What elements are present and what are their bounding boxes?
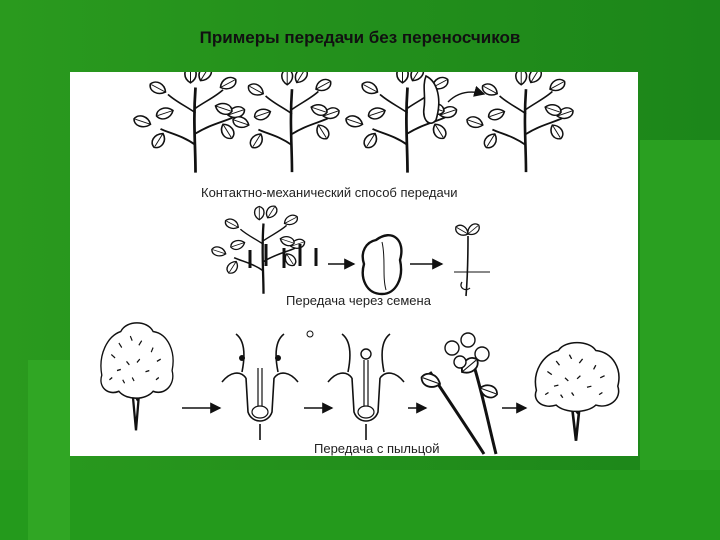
diagram-illustration [99, 72, 621, 455]
caption-pollen: Передача с пыльцой [314, 441, 440, 456]
background-stripe [28, 360, 70, 540]
caption-seeds: Передача через семена [286, 293, 431, 308]
row-contact-illustration [132, 72, 575, 173]
background-band [0, 470, 720, 540]
row-pollen-illustration [99, 321, 621, 455]
background-stripe [640, 140, 720, 540]
diagram-panel: Контактно-механический способ передачи П… [70, 72, 638, 456]
caption-contact: Контактно-механический способ передачи [201, 185, 458, 200]
row-seeds-illustration [210, 204, 490, 297]
slide-title: Примеры передачи без переносчиков [199, 28, 521, 47]
